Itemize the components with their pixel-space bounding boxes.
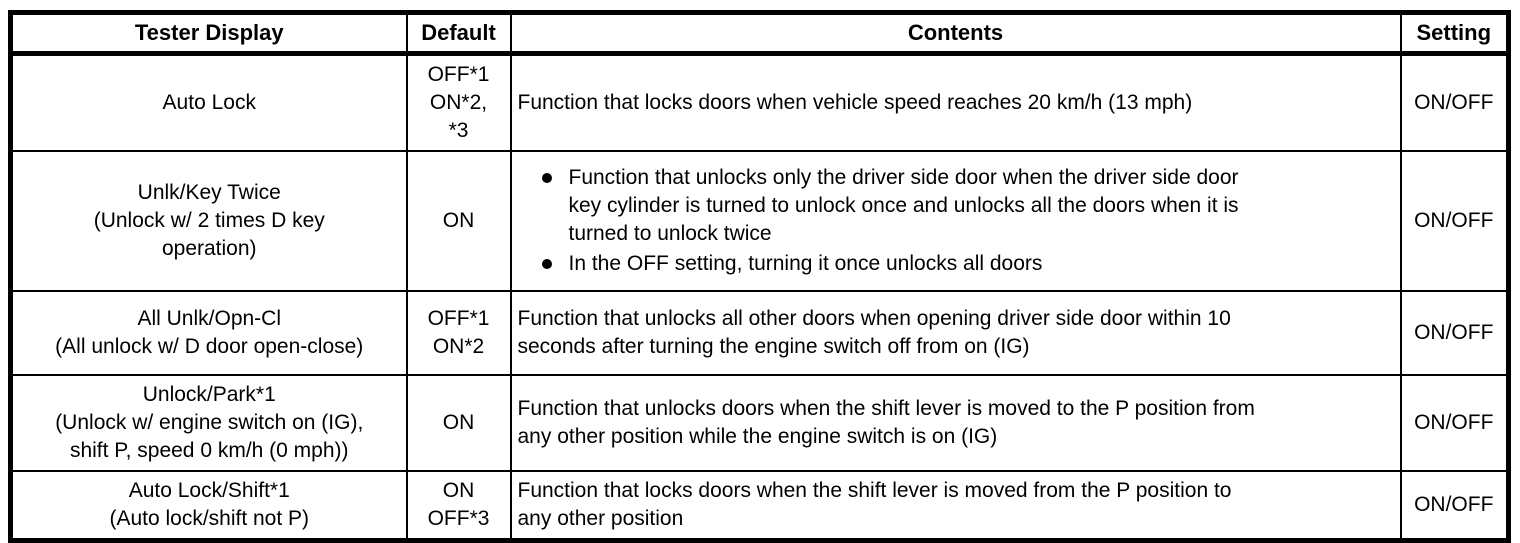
text-line: All Unlk/Opn-Cl (137, 307, 282, 330)
text-line: Function that unlocks only the driver si… (568, 166, 1239, 189)
tester-display-cell: All Unlk/Opn-Cl (All unlock w/ D door ope… (9, 290, 408, 376)
text-line: OFF*1 (427, 63, 490, 86)
setting-cell: ON/OFF (1399, 470, 1510, 542)
text-line: key cylinder is turned to unlock once an… (568, 194, 1239, 217)
tester-display-cell: Unlk/Key Twice (Unlock w/ 2 times D key op… (9, 150, 408, 292)
setting-cell: ON/OFF (1399, 150, 1510, 292)
settings-table: Tester Display Default Contents Setting … (8, 10, 1511, 543)
text-line: ON*2, (429, 91, 488, 114)
text-line: any other position while the engine swit… (517, 425, 998, 448)
text-line: Auto Lock (162, 91, 256, 114)
table-row: Unlock/Park*1 (Unlock w/ engine switch on… (9, 374, 1510, 472)
default-cell: ON (405, 150, 512, 292)
tester-display-cell: Unlock/Park*1 (Unlock w/ engine switch on… (9, 374, 408, 472)
contents-cell: Function that unlocks only the driver si… (509, 150, 1402, 292)
bullet-text: Function that unlocks only the driver si… (569, 164, 1396, 248)
default-cell: ON OFF*3 (405, 470, 512, 542)
text-line: ON (442, 411, 475, 434)
bullet-list-item: Function that unlocks only the driver si… (518, 164, 1396, 248)
text-line: Function that locks doors when the shift… (517, 479, 1232, 502)
setting-cell: ON/OFF (1399, 290, 1510, 376)
contents-cell: Function that unlocks all other doors wh… (509, 290, 1402, 376)
table-row: Auto Lock/Shift*1 (Auto lock/shift not P)… (9, 470, 1510, 542)
text-line: ON*2 (432, 335, 485, 358)
column-header-contents: Contents (509, 11, 1402, 56)
text-line: operation) (161, 237, 257, 260)
bullet-text: In the OFF setting, turning it once unlo… (569, 250, 1396, 278)
column-header-default: Default (405, 11, 512, 56)
table-row: All Unlk/Opn-Cl (All unlock w/ D door ope… (9, 290, 1510, 376)
text-line: shift P, speed 0 km/h (0 mph)) (69, 439, 349, 462)
text-line: Function that locks doors when vehicle s… (517, 91, 1193, 114)
text-line: OFF*3 (427, 507, 490, 530)
column-header-tester-display: Tester Display (9, 11, 408, 56)
bullet-list-item: In the OFF setting, turning it once unlo… (518, 250, 1396, 278)
text-line: (Auto lock/shift not P) (109, 507, 310, 530)
bullet-icon (541, 259, 552, 269)
text-line: Unlk/Key Twice (137, 181, 281, 204)
bullet-icon (541, 173, 552, 183)
text-line: Unlock/Park*1 (142, 383, 276, 406)
text-line: In the OFF setting, turning it once unlo… (568, 252, 1043, 275)
table-header: Tester Display Default Contents Setting (9, 11, 1510, 56)
text-line: turned to unlock twice (568, 222, 772, 245)
text-line: (All unlock w/ D door open-close) (55, 335, 364, 358)
text-line: *3 (448, 119, 469, 142)
contents-cell: Function that locks doors when vehicle s… (509, 52, 1402, 152)
column-header-setting: Setting (1399, 11, 1510, 56)
setting-cell: ON/OFF (1399, 374, 1510, 472)
header-row: Tester Display Default Contents Setting (9, 11, 1510, 56)
text-line: any other position (517, 507, 684, 530)
text-line: ON (442, 209, 475, 232)
contents-cell: Function that unlocks doors when the shi… (509, 374, 1402, 472)
table-row: Unlk/Key Twice (Unlock w/ 2 times D key op… (9, 150, 1510, 292)
text-line: OFF*1 (427, 307, 490, 330)
text-line: Function that unlocks all other doors wh… (517, 307, 1231, 330)
default-cell: ON (405, 374, 512, 472)
tester-display-cell: Auto Lock/Shift*1 (Auto lock/shift not P) (9, 470, 408, 542)
contents-cell: Function that locks doors when the shift… (509, 470, 1402, 542)
text-line: ON (442, 479, 475, 502)
text-line: seconds after turning the engine switch … (517, 335, 1030, 358)
tester-display-cell: Auto Lock (9, 52, 408, 152)
text-line: (Unlock w/ 2 times D key (93, 209, 325, 232)
text-line: Function that unlocks doors when the shi… (517, 397, 1255, 420)
setting-cell: ON/OFF (1399, 52, 1510, 152)
text-line: (Unlock w/ engine switch on (IG), (55, 411, 364, 434)
text-line: Auto Lock/Shift*1 (128, 479, 290, 502)
